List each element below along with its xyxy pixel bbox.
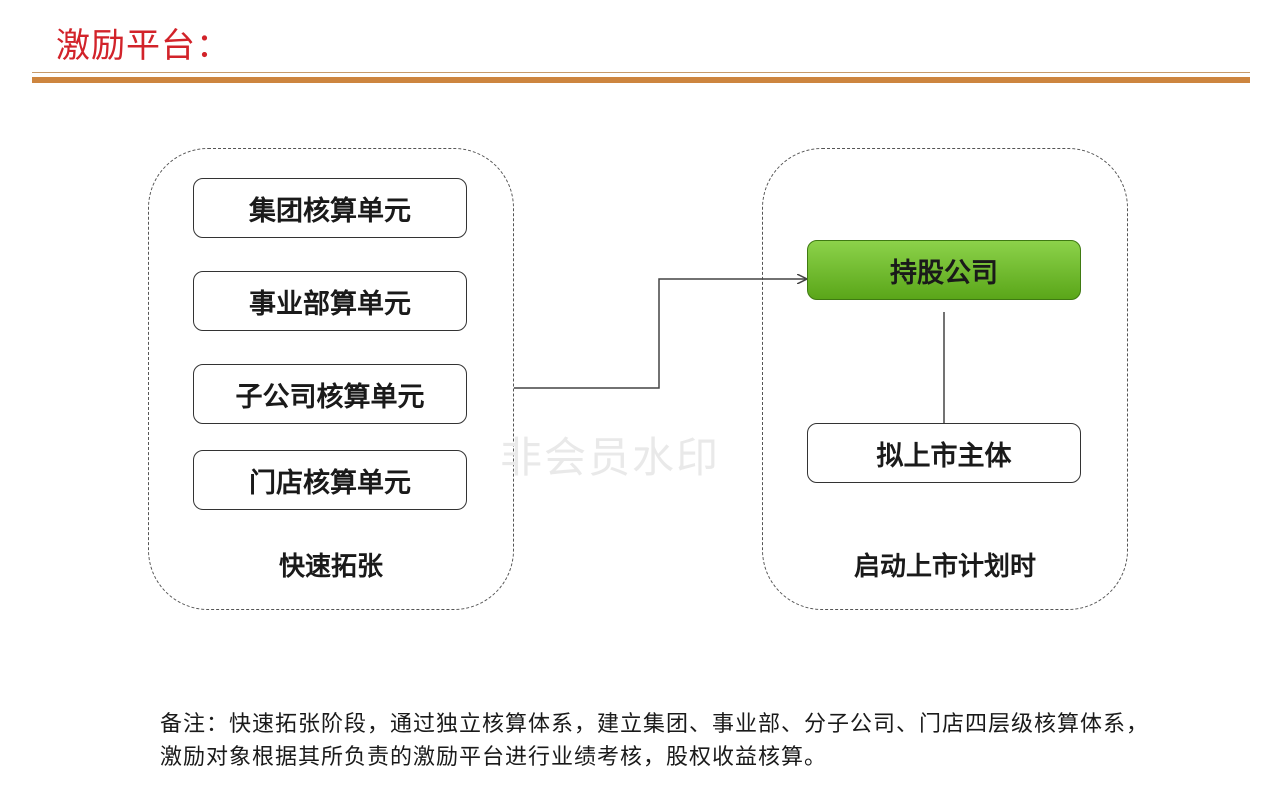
unit-label: 事业部算单元 <box>249 288 411 320</box>
unit-box-subsidiary: 子公司核算单元 <box>193 364 467 424</box>
flow-arrow <box>514 279 806 389</box>
unit-box-store: 门店核算单元 <box>193 450 467 510</box>
footnote: 备注：快速拓张阶段，通过独立核算体系，建立集团、事业部、分子公司、门店四层级核算… <box>160 712 1150 770</box>
right-group-caption: 启动上市计划时 <box>853 552 1036 582</box>
holding-company-box: 持股公司 <box>807 240 1081 300</box>
left-group-caption: 快速拓张 <box>278 552 383 582</box>
right-group-container <box>762 148 1128 610</box>
title-divider-thick <box>32 77 1250 83</box>
unit-box-group: 集团核算单元 <box>193 178 467 238</box>
watermark-text: 非会员水印 <box>500 433 721 482</box>
left-group-container <box>148 148 514 610</box>
unit-label: 子公司核算单元 <box>235 381 425 413</box>
listing-entity-box: 拟上市主体 <box>807 423 1081 483</box>
holding-company-label: 持股公司 <box>890 257 998 289</box>
page-title: 激励平台： <box>56 26 231 66</box>
unit-label: 门店核算单元 <box>249 467 411 499</box>
unit-box-division: 事业部算单元 <box>193 271 467 331</box>
title-divider-thin <box>32 72 1250 73</box>
listing-entity-label: 拟上市主体 <box>876 440 1012 472</box>
unit-label: 集团核算单元 <box>249 195 411 227</box>
